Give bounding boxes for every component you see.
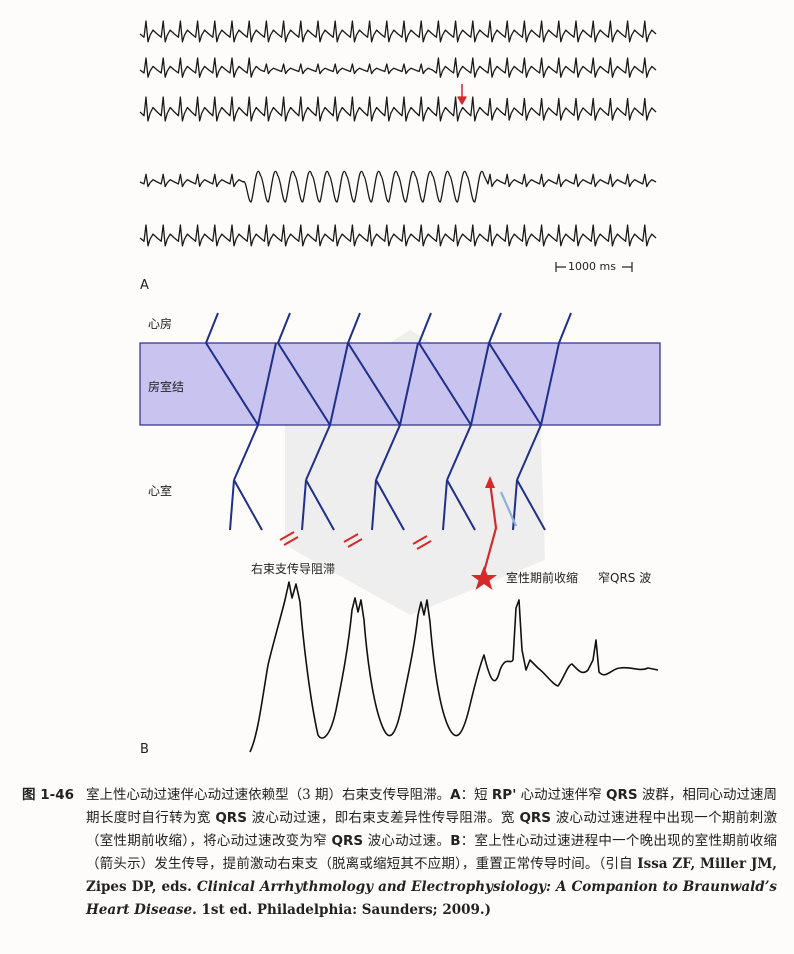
pvc-red-arrowhead	[485, 476, 495, 488]
narrow-qrs-label: 窄QRS 波	[598, 571, 652, 585]
panel-b-label: B	[140, 742, 149, 757]
pvc-label: 室性期前收缩	[506, 571, 579, 585]
av-retro-2	[329, 342, 349, 426]
scale-bar-ticks	[555, 262, 633, 272]
rbb-1	[233, 479, 263, 531]
ecg-strips-panel-a	[139, 20, 657, 272]
av-node-label: 房室结	[148, 380, 185, 394]
his-3	[375, 424, 401, 481]
rbb-block-marks	[279, 531, 432, 550]
ladder-diagram	[139, 312, 661, 753]
lbb-2	[301, 479, 307, 531]
panel-a-label: A	[140, 278, 149, 293]
av-down-1	[205, 342, 259, 426]
pvc-red-arrow-path	[482, 481, 498, 573]
figure-number: 图 1-46	[22, 787, 74, 803]
lbb-4	[442, 479, 448, 531]
rbb-5	[516, 479, 546, 531]
ecg-strip-4	[139, 171, 657, 203]
light-blue-branch	[499, 491, 518, 527]
scale-bar-label: 1000 ms	[568, 260, 616, 273]
av-down-5	[488, 342, 542, 426]
his-5	[516, 424, 542, 481]
his-2	[305, 424, 331, 481]
av-retro-1	[257, 342, 277, 426]
red-arrow-head	[457, 96, 467, 105]
atrial-activation-6	[558, 312, 572, 344]
ecg-strip-5	[139, 224, 657, 247]
ecg-strip-3	[139, 96, 657, 122]
av-retro-4	[470, 342, 490, 426]
av-down-4	[418, 342, 472, 426]
caption-text: 室上性心动过速伴心动过速依赖型（3 期）右束支传导阻滞。A：短 RP' 心动过速…	[86, 787, 777, 918]
atrial-activation-4	[418, 312, 432, 344]
atrial-activation-1	[205, 312, 219, 344]
ecg-strip-2	[139, 57, 657, 78]
his-4	[446, 424, 472, 481]
av-down-2	[277, 342, 331, 426]
atrium-label: 心房	[148, 317, 173, 331]
av-retro-3	[399, 342, 419, 426]
atrial-activation-3	[347, 312, 361, 344]
av-retro-5	[540, 342, 560, 426]
rbb-3	[375, 479, 405, 531]
av-down-3	[347, 342, 401, 426]
ventricle-label: 心室	[148, 484, 173, 498]
ecg-strip-1	[139, 20, 657, 43]
citation: Issa ZF, Miller JM, Zipes DP, eds. Clini…	[86, 856, 777, 918]
lbb-3	[371, 479, 377, 531]
figure-caption: 图 1-46 室上性心动过速伴心动过速依赖型（3 期）右束支传导阻滞。A：短 R…	[22, 784, 777, 922]
figure-1-46: 1000 ms A 心房 房室结 心室 右束支传导阻滞 室性期前收缩 窄QRS …	[139, 20, 661, 757]
rbb-2	[305, 479, 335, 531]
rbb-4	[446, 479, 476, 531]
pvc-star	[471, 566, 497, 590]
his-1	[233, 424, 259, 481]
ecg-trace-panel-b	[249, 581, 659, 753]
lbb-1	[229, 479, 235, 531]
atrial-activation-5	[488, 312, 502, 344]
av-node-band	[139, 342, 661, 426]
atrial-activation-2	[277, 312, 291, 344]
rbb-block-label: 右束支传导阻滞	[251, 562, 336, 576]
